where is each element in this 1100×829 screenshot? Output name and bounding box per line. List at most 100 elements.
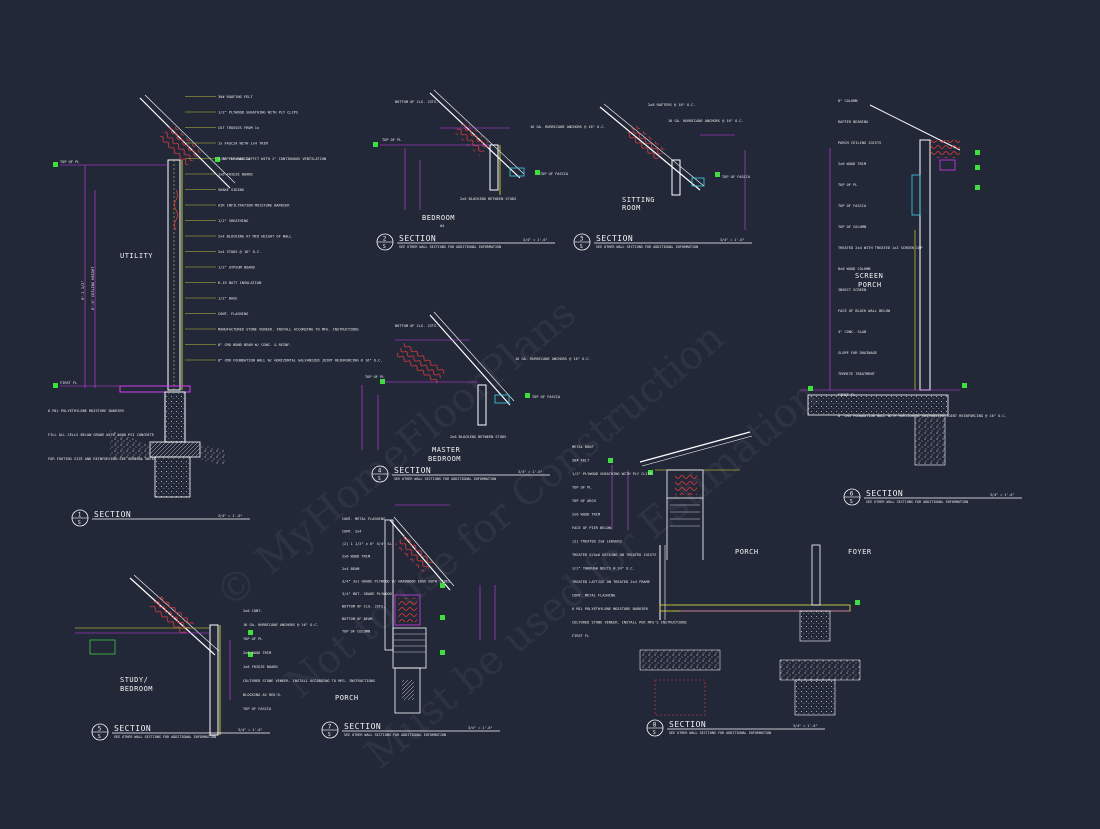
sec3-room2: ROOM xyxy=(622,204,641,212)
sec1-left-notes: 6 MIL POLYETHYLENE MOISTURE BARRIER FILL … xyxy=(48,409,156,461)
sec5-note: CULTURED STONE VENEER. INSTALL ACCORDING… xyxy=(243,679,375,683)
sec8-room2: FOYER xyxy=(848,548,872,556)
sec8-note: 2x6 WOOD TRIM xyxy=(572,513,601,517)
sec8-note: 1/2" THROUGH BOLTS @ 24" O.C. xyxy=(572,567,635,571)
section-number: 5 xyxy=(98,726,102,733)
sec1-note: 8" CMU FOUNDATION WALL W/ HORIZONTAL GAL… xyxy=(218,359,382,363)
section-sheet: S xyxy=(653,730,656,736)
sec6-notes: 8" COLUMN RAFTER BEARING PORCH CEILING JOI… xyxy=(838,99,1007,418)
sec7-note: BOTTOM OF BEAM xyxy=(342,617,373,621)
sec5-note: 16 GA. HURRICANE ANCHORS @ 16" O.C. xyxy=(243,623,319,627)
sec5-room2: BEDROOM xyxy=(120,685,153,693)
sec1-left-note: FILL ALL CELLS BELOW GRADE WITH 3000 PSI… xyxy=(48,433,154,437)
section-note: SEE OTHER WALL SECTIONS FOR ADDITIONAL I… xyxy=(866,500,968,504)
sec1-note: 8" CMU BOND BEAM W/ CONC. & REINF. xyxy=(218,343,292,347)
sec4-top-pl: TOP OF PL xyxy=(365,375,384,379)
sec6-note: RAFTER BEARING xyxy=(838,120,868,124)
section-number: 6 xyxy=(850,491,854,498)
section-sheet: S xyxy=(98,734,101,740)
sec4-note-blocking: 2x6 BLOCKING BETWEEN STUDS xyxy=(450,435,506,439)
section-number: 2 xyxy=(383,236,387,243)
sec5-room: STUDY/ xyxy=(120,676,148,684)
section-title: SECTION xyxy=(394,466,431,475)
sec1-room: UTILITY xyxy=(120,252,153,260)
sec8-note: TOP OF PL xyxy=(572,486,591,490)
section-scale: 3/4" = 1'-0" xyxy=(720,238,745,242)
sec8-note: TREATED LATTICE ON TREATED 2x4 FRAME xyxy=(572,580,650,584)
section-sheet: S xyxy=(383,244,386,250)
sec6-note: FACE OF BLOCK WALL BELOW xyxy=(838,309,891,313)
sec2-note-fascia: TOP OF FASCIA xyxy=(540,172,569,176)
section-number: 1 xyxy=(78,512,82,519)
sec6-note: TOP OF COLUMN xyxy=(838,225,866,229)
sec6-room: SCREEN xyxy=(855,272,883,280)
sec1-note: 1x6 FRIEZE BOARD xyxy=(218,173,253,177)
sec6-note: SLOPE FOR DRAINAGE xyxy=(838,351,877,355)
sec6-note: TOP OF PL xyxy=(838,183,857,187)
sec7-note: TOP OF COLUMN xyxy=(342,630,370,634)
sec1-note: 1x FASCIA WITH 1x4 TRIM xyxy=(218,142,269,146)
section-sheet: S xyxy=(78,520,81,526)
sec6-note: INSECT SCREEN xyxy=(838,288,866,292)
sec6-room2: PORCH xyxy=(858,281,882,289)
sec7-note: CONT. METAL FLASHING xyxy=(342,517,385,521)
section-title: SECTION xyxy=(114,724,151,733)
sec1-top-fascia: TOP OF FASCIA xyxy=(222,157,251,161)
sec4-note-bottom-clg: BOTTOM OF CLG. JSTS. xyxy=(395,324,438,328)
section-note: SEE OTHER WALL SECTIONS FOR ADDITIONAL I… xyxy=(596,245,698,249)
section-5-detail: STUDY/ BEDROOM 2x6 CONT. 16 GA. HURRICANE… xyxy=(75,574,375,736)
sec6-note: 8x8 WOOD COLUMN xyxy=(838,267,870,271)
sec1-note: MANUFACTURED STONE VENEER. INSTALL ACCOR… xyxy=(218,328,359,332)
section-3-detail: 2x8 RAFTERS @ 16" O.C. 16 GA. HURRICANE … xyxy=(599,103,751,230)
sec8-note: TOP OF ARCH xyxy=(572,499,596,503)
sec5-note: BLOCKING AS REQ'D. xyxy=(243,693,282,697)
section-note: SEE OTHER WALL SECTIONS FOR ADDITIONAL I… xyxy=(399,245,501,249)
sec8-room: PORCH xyxy=(735,548,759,556)
sec5-notes: 2x6 CONT. 16 GA. HURRICANE ANCHORS @ 16" … xyxy=(243,609,375,711)
watermark: © MyHomeFloorPlans Not to use for Constr… xyxy=(207,290,828,777)
section-title: SECTION xyxy=(669,720,706,729)
section-1-detail: TOP OF PL FIRST FL TOP OF FASCIA 9'-1 1/… xyxy=(48,94,382,498)
sec7-note: 2x6 WOOD TRIM xyxy=(342,555,371,559)
sec3-note-anchors: 16 GA. HURRICANE ANCHORS @ 16" O.C. xyxy=(668,119,744,123)
section-number: 8 xyxy=(653,722,657,729)
section-sheet: S xyxy=(328,732,331,738)
sec8-note: TREATED 5/4x6 DECKING ON TREATED JOISTS xyxy=(572,553,656,557)
sec1-note: 3/8" PLYWOOD SOFFIT WITH 2" CONTINUOUS V… xyxy=(218,157,326,161)
section-note: SEE OTHER WALL SECTIONS FOR ADDITIONAL I… xyxy=(344,733,446,737)
section-scale: 3/4" = 1'-0" xyxy=(238,728,263,732)
sec1-note: 30# ROOFING FELT xyxy=(218,95,253,99)
section-number: 4 xyxy=(378,468,382,475)
sec4-room: MASTER xyxy=(432,446,461,454)
sec8-note: 1/2" PLYWOOD SHEATHING WITH PLY CLIPS xyxy=(572,472,652,476)
sec3-room: SITTING xyxy=(622,196,655,204)
section-sheet: S xyxy=(378,476,381,482)
sec4-note-anchors: 16 GA. HURRICANE ANCHORS @ 16" O.C. xyxy=(515,357,591,361)
sec6-note: 2x6 WOOD TRIM xyxy=(838,162,867,166)
sec1-note: 1/2" BASE xyxy=(218,297,237,301)
section-note: SEE OTHER WALL SECTIONS FOR ADDITIONAL I… xyxy=(114,735,216,739)
sec6-note: 8" CMU FOUNDATION WALL WITH HORIZONTAL G… xyxy=(838,414,1007,418)
sec5-note: 1x6 FRIEZE BOARD xyxy=(243,665,278,669)
sec1-left-note: 6 MIL POLYETHYLENE MOISTURE BARRIER xyxy=(48,409,125,413)
section-title: SECTION xyxy=(866,489,903,498)
sec6-note: FIRST FL xyxy=(838,393,855,397)
sec8-note: 30# FELT xyxy=(572,459,590,463)
section-sheet: S xyxy=(850,499,853,505)
section-scale: 3/4" = 1'-0" xyxy=(468,726,493,730)
sec6-note: 8" COLUMN xyxy=(838,99,857,103)
sec3-note-rafters: 2x8 RAFTERS @ 16" O.C. xyxy=(648,103,696,107)
sec1-note: 1/2" SHEATHING xyxy=(218,219,248,223)
sec5-note: 2x6 CONT. xyxy=(243,609,262,613)
sec6-note: PORCH CEILING JOISTS xyxy=(838,141,881,145)
section-note: SEE OTHER WALL SECTIONS FOR ADDITIONAL I… xyxy=(669,731,771,735)
sec6-note: TOP OF FASCIA xyxy=(838,204,867,208)
